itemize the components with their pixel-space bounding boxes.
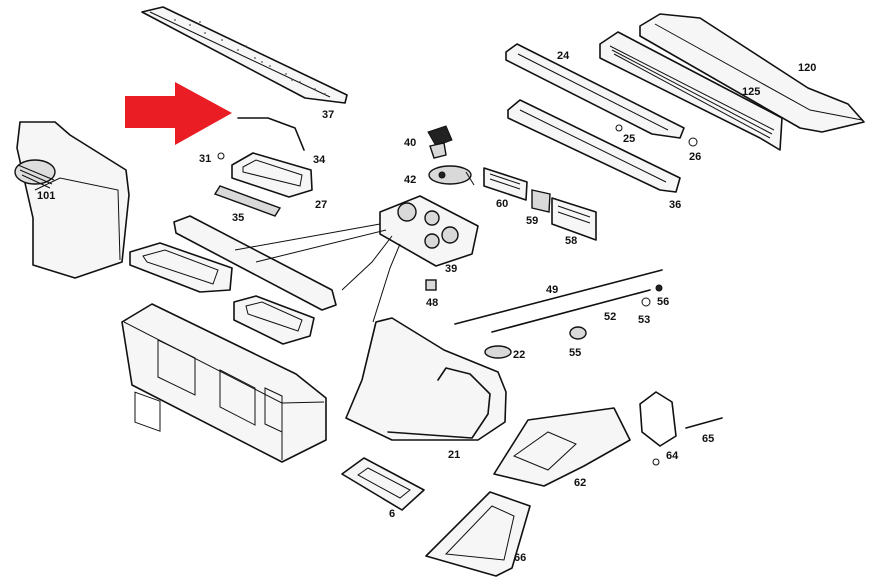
label-64: 64 (666, 450, 679, 462)
part-59-switch[interactable] (531, 189, 551, 213)
part-62-air-outlet[interactable] (493, 407, 631, 487)
label-21: 21 (448, 449, 460, 461)
label-26: 26 (689, 151, 701, 163)
part-60-switch-panel[interactable] (483, 167, 528, 201)
label-58: 58 (565, 235, 577, 247)
label-35: 35 (232, 212, 244, 224)
label-36: 36 (669, 199, 681, 211)
label-52: 52 (604, 311, 616, 323)
control-cable-1 (234, 223, 401, 323)
label-42: 42 (404, 174, 416, 186)
part-42-lever[interactable] (428, 165, 475, 186)
part-24-defroster-duct[interactable] (505, 43, 685, 139)
label-53: 53 (638, 314, 650, 326)
part-49-rod[interactable] (454, 269, 663, 325)
part-48-clip[interactable] (425, 279, 437, 291)
part-58-switch-panel[interactable] (551, 197, 597, 241)
part-long-trim-bar[interactable] (173, 215, 337, 311)
part-21-footwell-duct[interactable] (345, 317, 507, 441)
part-31-clip[interactable] (217, 152, 225, 160)
label-25: 25 (623, 133, 635, 145)
label-56: 56 (657, 296, 669, 308)
part-housing-box[interactable] (121, 303, 327, 463)
label-37: 37 (322, 109, 334, 121)
label-49: 49 (546, 284, 558, 296)
part-39-control-unit[interactable] (379, 195, 479, 267)
part-65-pin[interactable] (685, 417, 723, 429)
part-labels: 120 125 24 25 26 36 37 34 31 27 35 101 4… (37, 50, 816, 564)
part-120-dash-cover[interactable] (639, 13, 865, 133)
label-24: 24 (557, 50, 570, 62)
label-40: 40 (404, 137, 416, 149)
part-25-clip[interactable] (615, 124, 623, 132)
part-56-ball-joint[interactable] (655, 284, 663, 292)
label-125: 125 (742, 86, 760, 98)
label-55: 55 (569, 347, 581, 359)
part-101-air-duct[interactable] (14, 121, 130, 279)
part-52-rod[interactable] (491, 289, 651, 333)
red-pointer-arrow (125, 82, 232, 145)
label-62: 62 (574, 477, 586, 489)
label-6: 6 (389, 508, 395, 520)
part-55-cap[interactable] (569, 326, 587, 340)
part-64-seal[interactable] (639, 391, 677, 447)
part-22-grommet[interactable] (484, 345, 512, 359)
part-27-vent-frame[interactable] (231, 152, 313, 198)
part-37-shelf-panel[interactable] (141, 6, 348, 104)
part-64-clip[interactable] (652, 458, 660, 466)
part-36-defroster-grille[interactable] (507, 99, 681, 193)
label-31: 31 (199, 153, 211, 165)
label-27: 27 (315, 199, 327, 211)
part-center-vent-trim[interactable] (233, 295, 315, 345)
label-101: 101 (37, 190, 55, 202)
label-22: 22 (513, 349, 525, 361)
part-35-strip[interactable] (213, 185, 282, 217)
label-59: 59 (526, 215, 538, 227)
part-66-frame[interactable] (425, 491, 531, 577)
part-left-vent-trim[interactable] (129, 242, 233, 293)
label-120: 120 (798, 62, 816, 74)
label-65: 65 (702, 433, 714, 445)
part-53-nut[interactable] (641, 297, 651, 307)
part-6-gasket[interactable] (341, 457, 425, 511)
label-60: 60 (496, 198, 508, 210)
part-40-vacuum-element[interactable] (427, 125, 453, 159)
part-34-bent-rod[interactable] (237, 117, 305, 151)
label-34: 34 (313, 154, 326, 166)
label-66: 66 (514, 552, 526, 564)
part-26-nut[interactable] (688, 137, 698, 147)
label-48: 48 (426, 297, 438, 309)
part-125-grille[interactable] (599, 31, 783, 151)
label-39: 39 (445, 263, 457, 275)
